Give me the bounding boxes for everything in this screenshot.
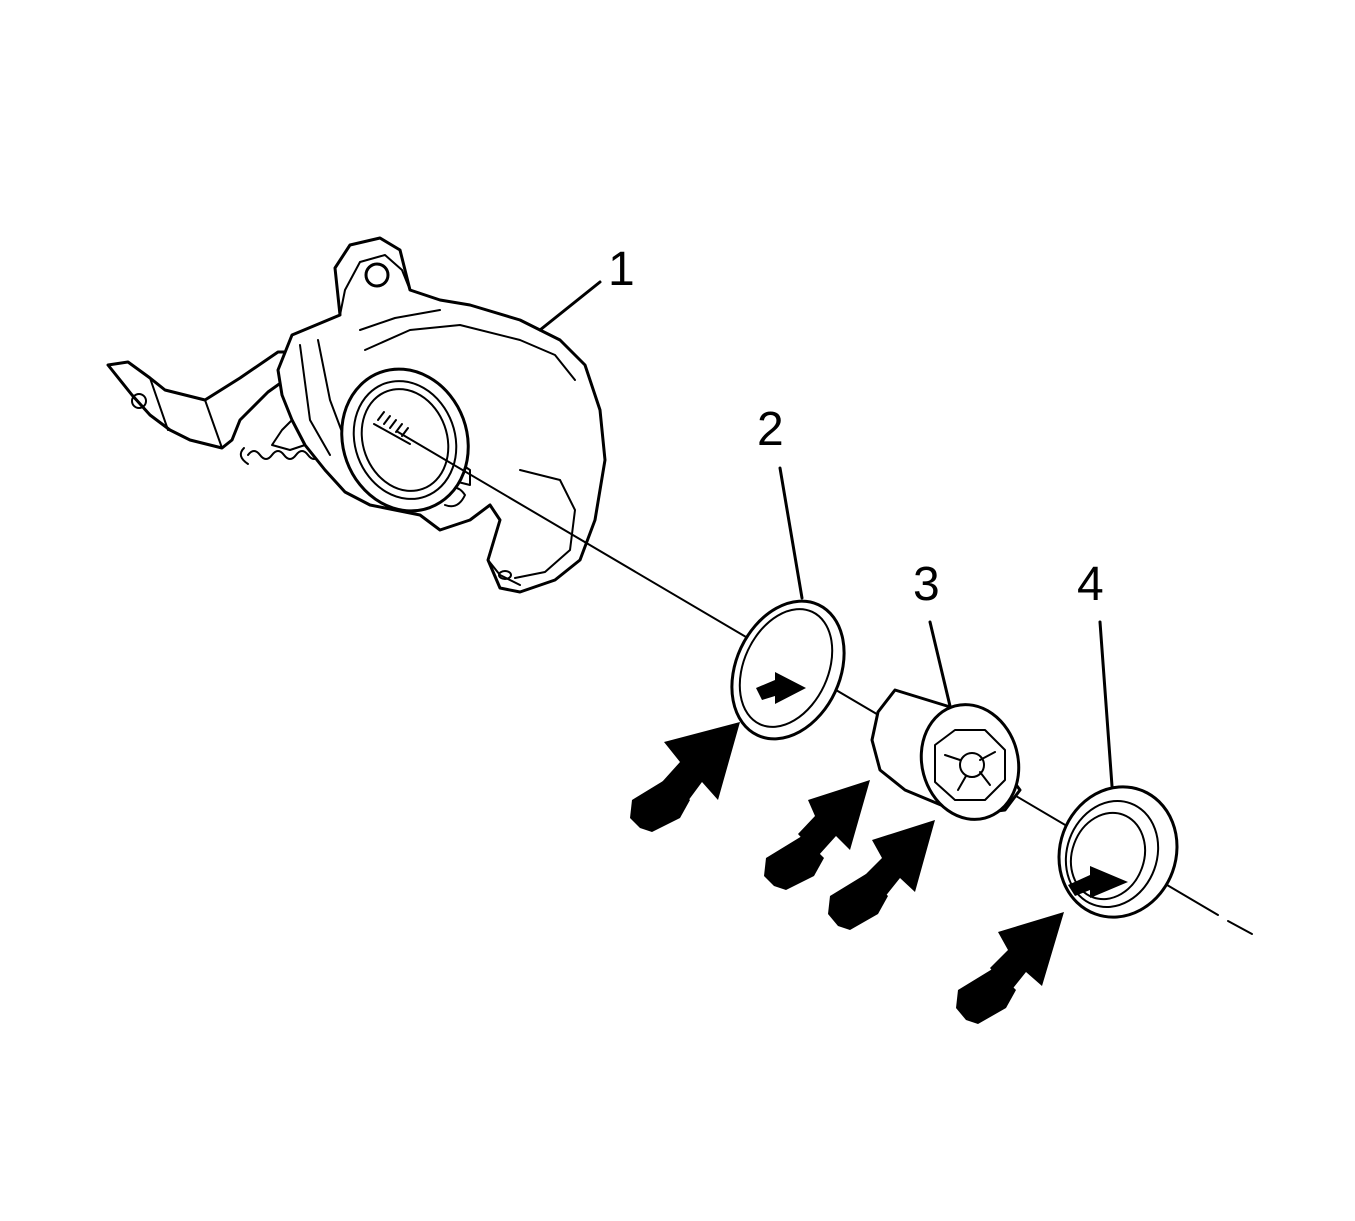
lubricant-symbol-3 [828, 820, 935, 930]
lube-arrow-boot [1068, 866, 1128, 898]
callout-4: 4 [1077, 558, 1104, 611]
lubricant-symbol-4 [956, 912, 1064, 1024]
parking-brake-lever [106, 350, 298, 450]
lubricant-symbol-2 [764, 780, 870, 890]
lube-arrow-small [756, 672, 806, 704]
callout-3: 3 [913, 558, 940, 611]
caliper-piston [870, 688, 1022, 821]
leader-line-3 [928, 620, 952, 708]
leader-line-2 [778, 466, 804, 600]
dust-boot [1057, 785, 1179, 919]
adjuster-thread [377, 411, 409, 437]
callout-1: 1 [608, 243, 635, 296]
callout-2: 2 [757, 403, 784, 456]
piston-seal [730, 599, 846, 741]
lever-hole [131, 393, 147, 409]
caliper-housing [106, 236, 607, 594]
mounting-hole [364, 262, 390, 288]
piston-bore [340, 367, 470, 513]
lubricant-symbol-1 [630, 722, 740, 832]
leader-line-1 [538, 280, 602, 332]
leader-line-4 [1098, 620, 1114, 788]
